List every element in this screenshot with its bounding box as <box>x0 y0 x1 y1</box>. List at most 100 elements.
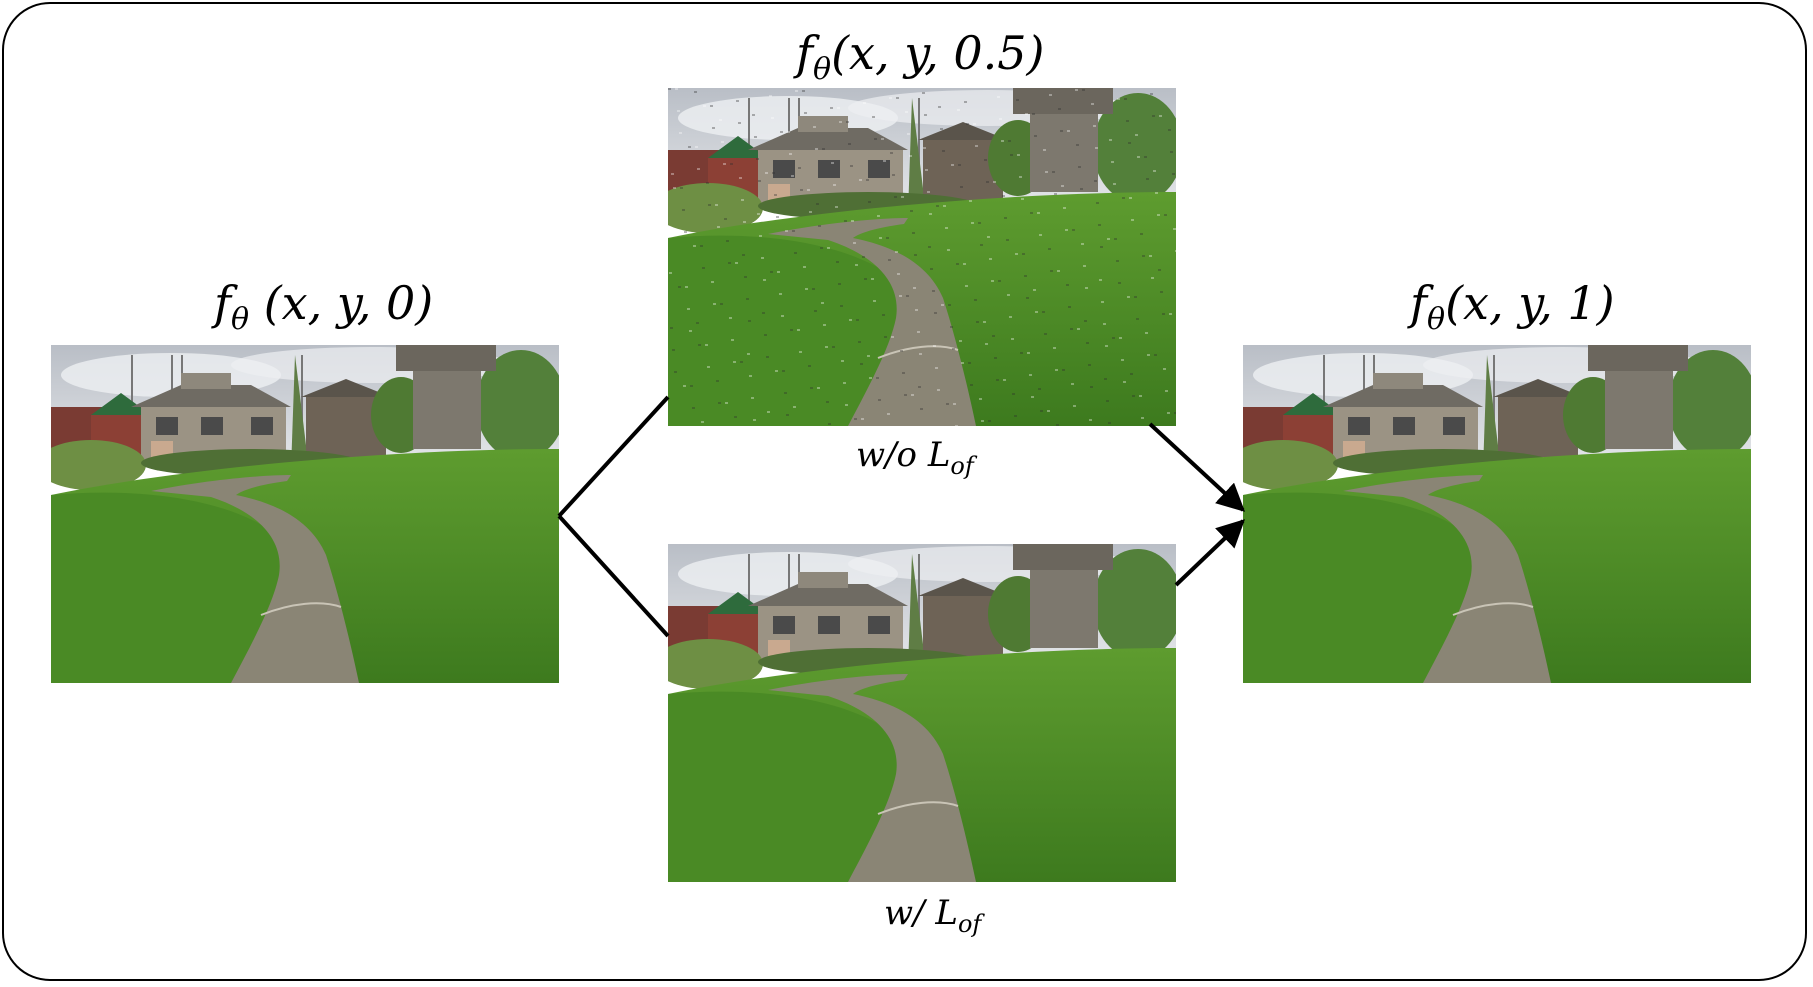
noise-speck <box>721 141 724 143</box>
noise-speck <box>756 158 759 160</box>
noise-speck <box>1152 115 1155 117</box>
noise-speck <box>1048 248 1051 250</box>
noise-speck <box>1045 171 1048 173</box>
noise-speck <box>1106 400 1109 402</box>
noise-speck <box>771 117 774 119</box>
window <box>201 417 223 435</box>
noise-speck <box>848 143 851 145</box>
noise-speck <box>748 320 751 322</box>
noise-speck <box>957 109 960 111</box>
noise-speck <box>809 211 812 213</box>
noise-speck <box>677 110 680 112</box>
noise-speck <box>900 350 903 352</box>
noise-speck <box>846 121 849 123</box>
window <box>251 417 273 435</box>
grass-left <box>1243 492 1504 683</box>
noise-speck <box>920 408 923 410</box>
noise-speck <box>878 399 881 401</box>
noise-speck <box>692 407 695 409</box>
noise-speck <box>936 205 939 207</box>
noise-speck <box>845 404 848 406</box>
noise-speck <box>1070 328 1073 330</box>
noise-speck <box>1037 212 1040 214</box>
noise-speck <box>1165 390 1168 392</box>
noise-speck <box>797 329 800 331</box>
noise-speck <box>1010 154 1013 156</box>
noise-speck <box>1101 301 1104 303</box>
noise-speck <box>1158 269 1161 271</box>
noise-speck <box>800 189 803 191</box>
noise-speck <box>950 326 953 328</box>
noise-speck <box>863 102 866 104</box>
noise-speck <box>790 329 793 331</box>
noise-speck <box>1084 320 1087 322</box>
noise-speck <box>932 290 935 292</box>
noise-speck <box>867 355 870 357</box>
noise-speck <box>671 173 674 175</box>
noise-speck <box>1058 108 1061 110</box>
noise-speck <box>725 402 728 404</box>
noise-speck <box>969 200 972 202</box>
tree <box>908 98 926 213</box>
noise-speck <box>781 315 784 317</box>
noise-speck <box>937 389 940 391</box>
chalk-mark <box>877 801 959 815</box>
noise-speck <box>851 220 854 222</box>
window <box>773 616 795 634</box>
noise-speck <box>861 418 864 420</box>
noise-speck <box>833 184 836 186</box>
noise-speck <box>767 411 770 413</box>
noise-speck <box>803 266 806 268</box>
noise-speck <box>1119 337 1122 339</box>
noise-speck <box>673 187 676 189</box>
cupola <box>1373 373 1423 389</box>
noise-speck <box>971 222 974 224</box>
beige-roof <box>131 385 291 407</box>
green-roof <box>708 136 768 158</box>
noise-speck <box>854 418 857 420</box>
image-interp-w-lof <box>668 544 1176 882</box>
noise-speck <box>1149 255 1152 257</box>
noise-speck <box>956 263 959 265</box>
noise-speck <box>955 425 958 426</box>
mast <box>1323 355 1325 435</box>
noise-speck <box>994 357 997 359</box>
noise-speck <box>1104 378 1107 380</box>
noise-speck <box>1157 214 1160 216</box>
noise-speck <box>804 112 807 114</box>
noise-speck <box>1131 219 1134 221</box>
noise-speck <box>964 101 967 103</box>
noise-speck <box>1076 144 1079 146</box>
noise-speck <box>1001 140 1004 142</box>
bridge-deck <box>1013 544 1113 570</box>
noise-speck <box>1114 238 1117 240</box>
noise-speck <box>892 174 895 176</box>
noise-speck <box>716 380 719 382</box>
noise-speck <box>1083 265 1086 267</box>
noise-speck <box>828 423 831 425</box>
noise-speck <box>910 210 913 212</box>
noise-speck <box>952 348 955 350</box>
noise-speck <box>791 175 794 177</box>
noise-speck <box>953 403 956 405</box>
bush <box>51 440 146 490</box>
noise-speck <box>1019 176 1022 178</box>
noise-speck <box>785 230 788 232</box>
noise-speck <box>780 131 783 133</box>
mast <box>131 355 133 435</box>
noise-speck <box>1167 412 1170 414</box>
noise-speck <box>945 227 948 229</box>
noise-speck <box>1091 103 1094 105</box>
noise-speck <box>776 216 779 218</box>
noise-speck <box>1040 410 1043 412</box>
noise-speck <box>792 230 795 232</box>
noise-speck <box>1024 275 1027 277</box>
footpath <box>768 674 976 882</box>
noise-speck <box>856 319 859 321</box>
noise-speck <box>711 281 714 283</box>
noise-speck <box>1026 297 1029 299</box>
brown-roof <box>918 578 1008 596</box>
noise-speck <box>1027 352 1030 354</box>
noise-speck <box>735 262 738 264</box>
noise-speck <box>996 379 999 381</box>
